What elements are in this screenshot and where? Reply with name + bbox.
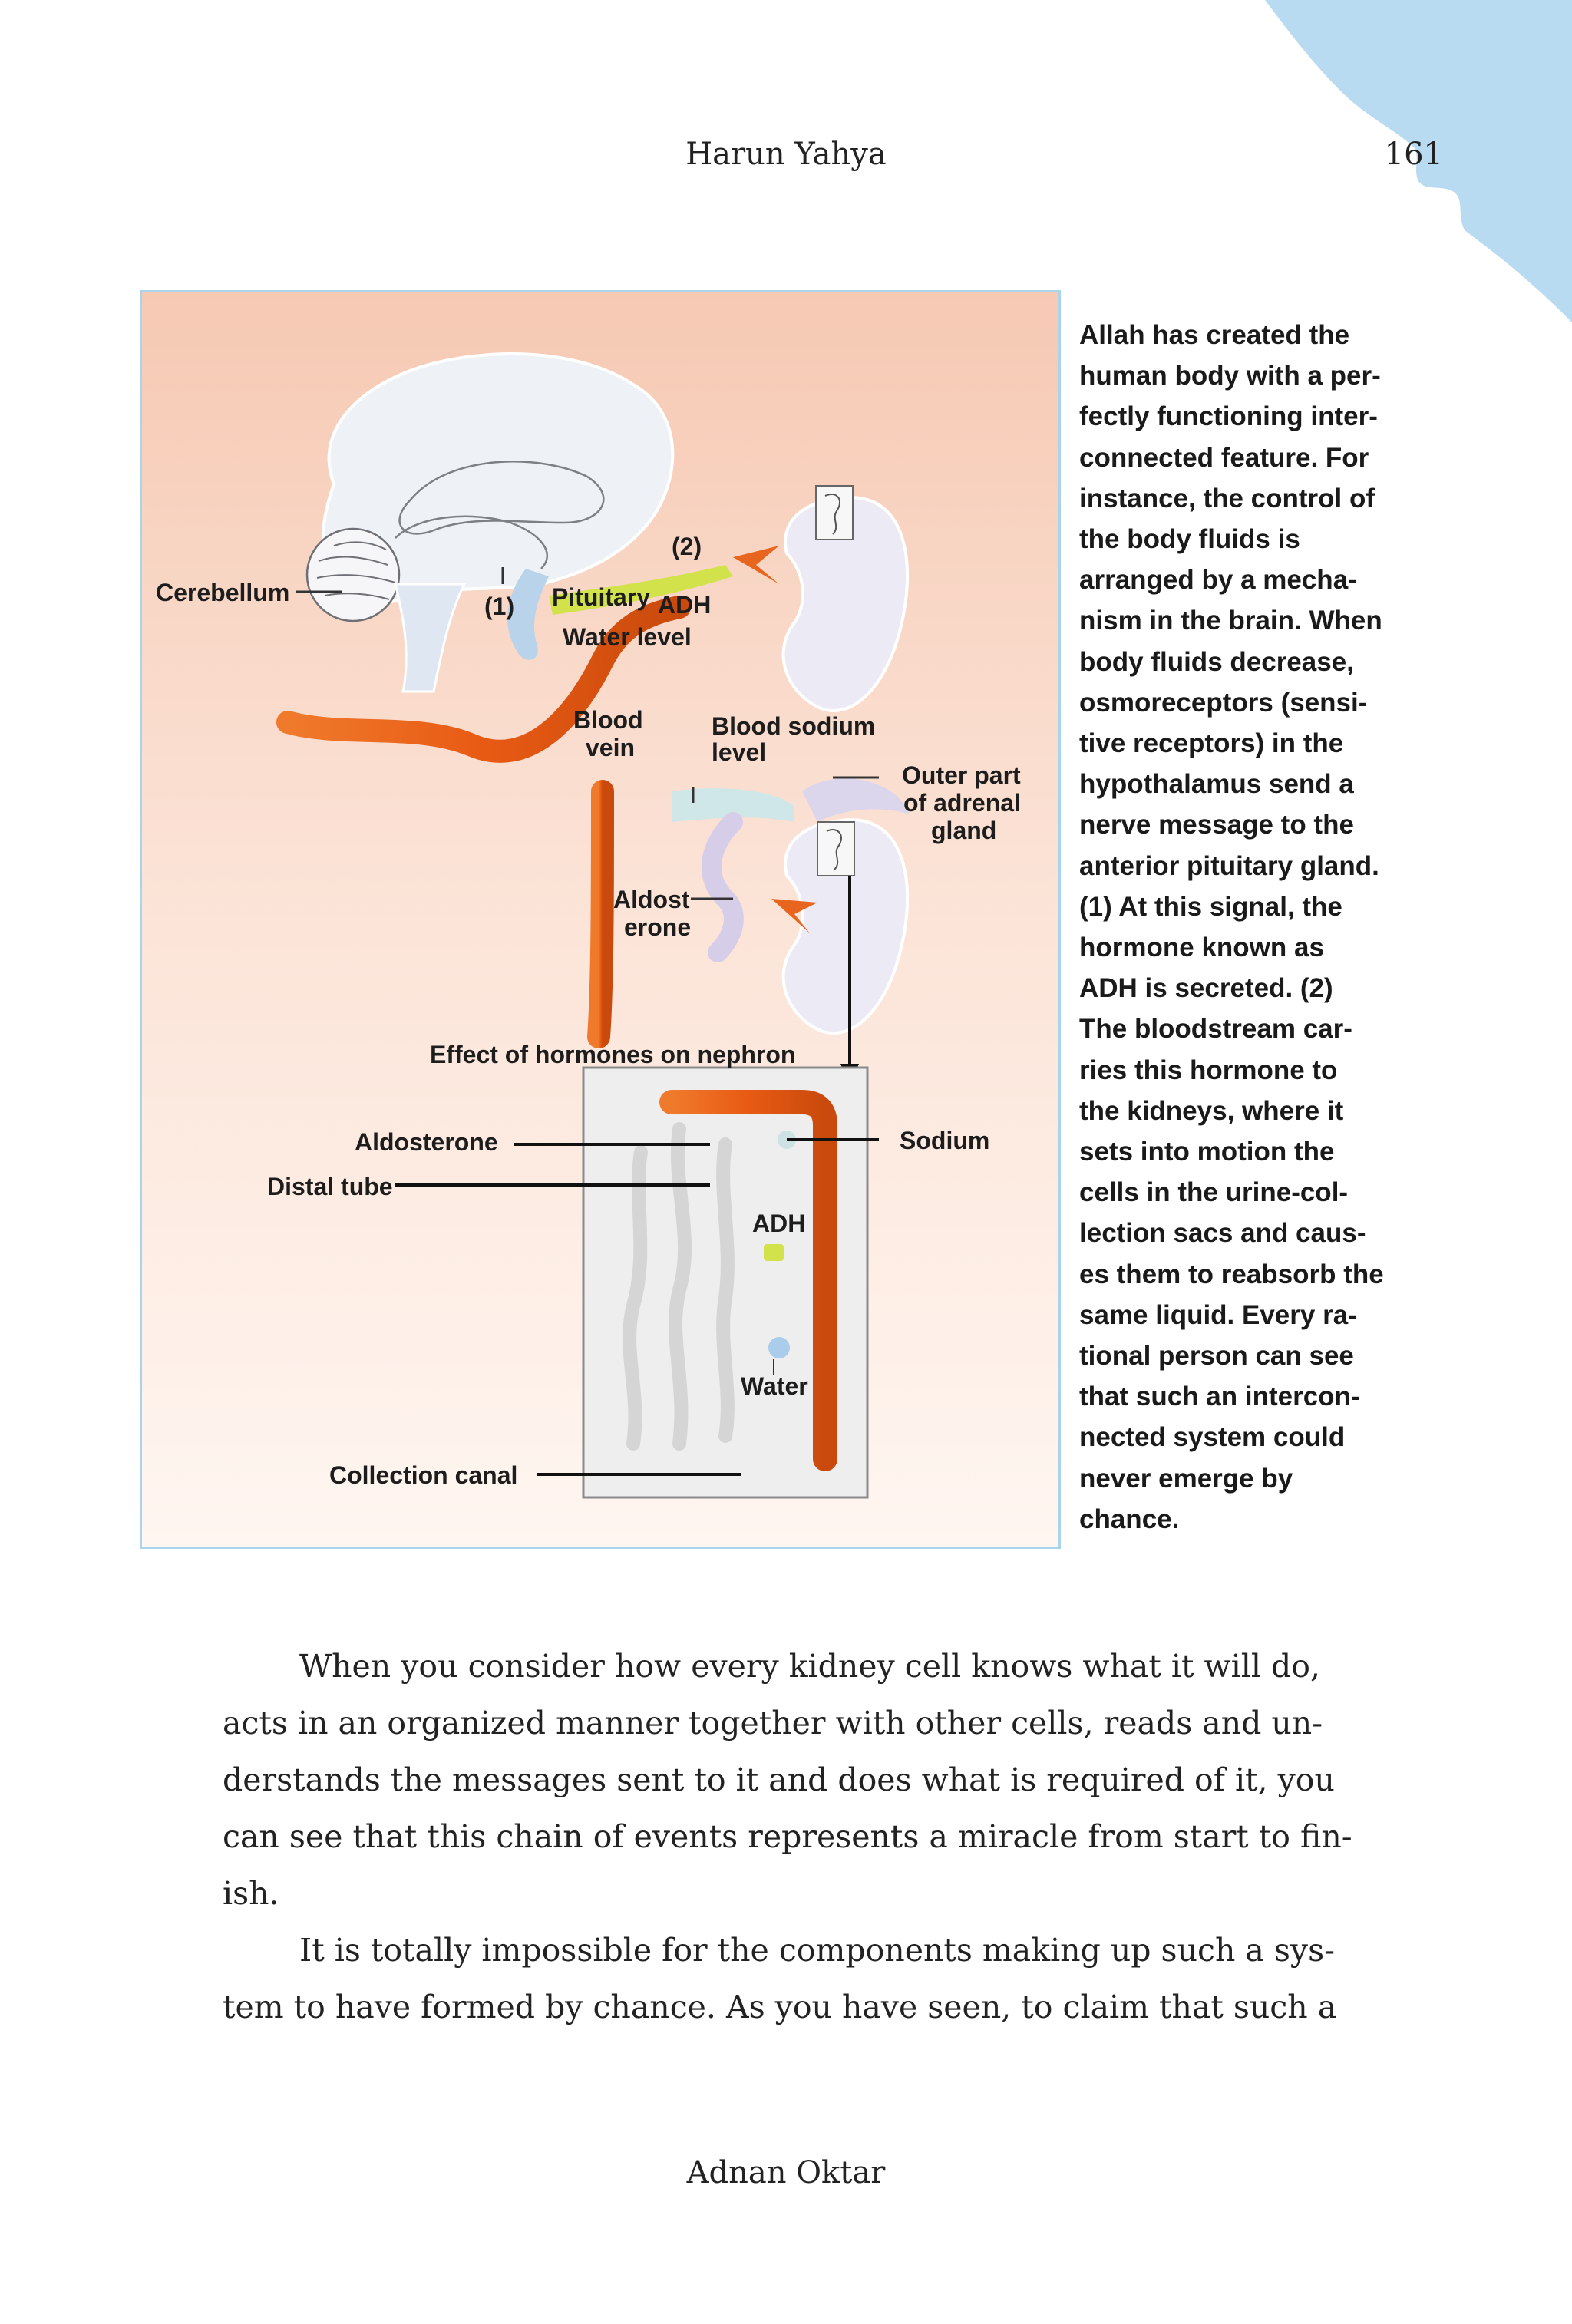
label-water: Water [741, 1372, 808, 1400]
caption-line: never emerge by [1079, 1463, 1293, 1494]
hormone-diagram: Cerebellum (1) (2) Pituitary ADH Water l… [140, 290, 1061, 1549]
caption-line: nerve message to the [1079, 810, 1354, 840]
caption-line: hormone known as [1079, 933, 1324, 963]
label-outer-part-2: of adrenal [903, 789, 1021, 817]
body-line: can see that this chain of events repres… [223, 1818, 1352, 1855]
caption-line: ADH is secreted. (2) [1079, 973, 1333, 1004]
caption-line: same liquid. Every ra- [1079, 1299, 1357, 1330]
adh-green-band [549, 565, 733, 615]
caption-line: cells in the urine-col- [1079, 1177, 1349, 1208]
label-pituitary: Pituitary [552, 583, 650, 611]
running-footer-author: Adnan Oktar [686, 2155, 886, 2190]
caption-line: instance, the control of [1079, 483, 1376, 513]
brainstem [394, 583, 467, 693]
caption-line: nected system could [1079, 1422, 1346, 1453]
page-number: 161 [1384, 137, 1443, 172]
label-step1: (1) [484, 593, 514, 620]
adrenal-gland [802, 778, 910, 822]
label-outer-part-3: gland [931, 817, 996, 844]
caption-line: tive receptors) in the [1079, 728, 1344, 759]
caption-line: lection sacs and caus- [1079, 1218, 1366, 1249]
label-aldosterone-2: erone [624, 913, 691, 941]
caption-line: tional person can see [1079, 1341, 1354, 1372]
cerebellum-shape [305, 527, 401, 622]
label-distal-tube: Distal tube [267, 1173, 393, 1200]
caption-line: es them to reabsorb the [1079, 1259, 1384, 1289]
nephron-tubules [623, 1122, 735, 1451]
diagram-canvas: Cerebellum (1) (2) Pituitary ADH Water l… [142, 292, 1058, 1547]
body-line: derstands the messages sent to it and do… [223, 1761, 1335, 1798]
label-blood-vein-2: vein [586, 734, 635, 761]
body-line: When you consider how every kidney cell … [299, 1648, 1320, 1685]
caption-line: sets into motion the [1079, 1137, 1335, 1167]
figure-caption: Allah has created the human body with a … [1079, 315, 1463, 1540]
label-outer-part-1: Outer part [902, 761, 1021, 789]
caption-line: The bloodstream car- [1079, 1014, 1352, 1045]
caption-line: the body fluids is [1079, 524, 1300, 555]
caption-line: (1) At this signal, the [1079, 891, 1342, 922]
caption-line: fectly functioning inter- [1079, 401, 1378, 432]
caption-line: anterior pituitary gland. [1079, 850, 1379, 881]
label-aldosterone-1: Aldost [613, 886, 690, 913]
upper-kidney [781, 496, 910, 712]
label-effect-nephron: Effect of hormones on nephron [430, 1041, 795, 1068]
label-aldosterone: Aldosterone [355, 1128, 498, 1156]
running-header-title: Harun Yahya [685, 137, 887, 172]
label-water-level: Water level [563, 623, 692, 651]
blood-vessel-upper [276, 596, 691, 763]
label-blood-sodium-2: level [712, 738, 766, 766]
caption-line: connected feature. For [1079, 442, 1369, 473]
body-line: acts in an organized manner together wit… [223, 1705, 1323, 1741]
caption-line: the kidneys, where it [1079, 1095, 1344, 1126]
label-adh-nephron: ADH [752, 1210, 805, 1237]
nephron-vessel [659, 1090, 837, 1471]
caption-line: Allah has created the [1079, 320, 1350, 350]
label-step2: (2) [672, 533, 702, 560]
caption-line: nism in the brain. When [1079, 606, 1382, 636]
label-collection-canal: Collection canal [329, 1461, 517, 1489]
blood-vessel-vertical [587, 780, 614, 1048]
label-cerebellum: Cerebellum [156, 579, 289, 606]
corner-decoration [1265, 0, 1572, 322]
label-blood-vein-1: Blood [573, 706, 643, 734]
body-paragraphs: When you consider how every kidney cell … [223, 1638, 1352, 2035]
brain-inner [398, 461, 605, 535]
caption-line: arranged by a mecha- [1079, 565, 1357, 596]
caption-line: that such an intercon- [1079, 1382, 1360, 1412]
label-adh-top: ADH [658, 591, 711, 619]
lower-kidney [781, 818, 910, 1035]
label-sodium: Sodium [900, 1127, 989, 1154]
caption-line: osmoreceptors (sensi- [1079, 687, 1368, 718]
body-line: It is totally impossible for the compone… [299, 1932, 1335, 1969]
caption-line: ries this hormone to [1079, 1055, 1338, 1085]
label-blood-sodium-1: Blood sodium [712, 712, 875, 740]
body-line: ish. [223, 1875, 279, 1912]
body-line: tem to have formed by chance. As you hav… [223, 1989, 1337, 2025]
caption-line: human body with a per- [1079, 361, 1381, 391]
caption-line: chance. [1079, 1504, 1180, 1534]
caption-line: body fluids decrease, [1079, 646, 1354, 677]
caption-line: hypothalamus send a [1079, 769, 1354, 800]
